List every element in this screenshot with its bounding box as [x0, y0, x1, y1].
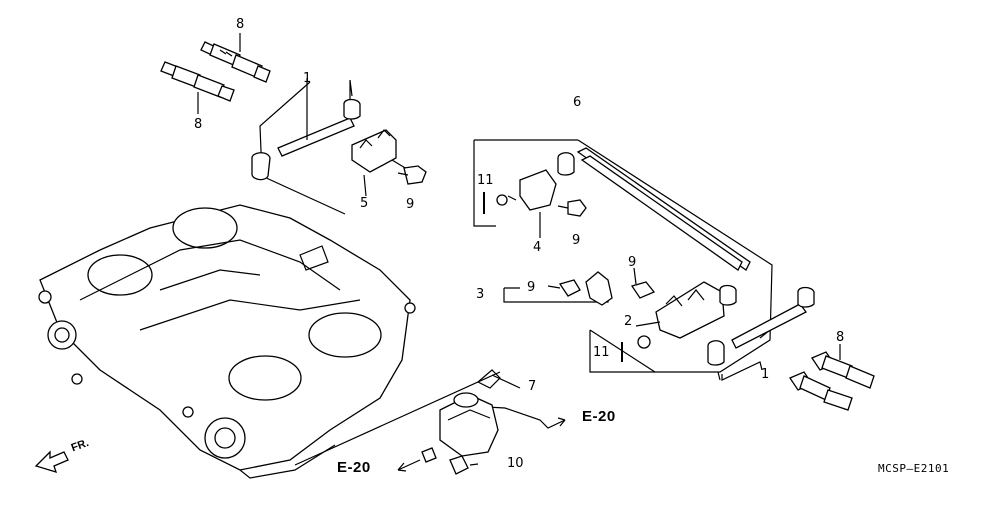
clip-11-lower — [621, 335, 651, 362]
part-label-8-right: 8 — [836, 330, 845, 345]
bracket-2 — [655, 281, 737, 339]
part-label-2: 2 — [624, 314, 633, 329]
part-label-4: 4 — [533, 240, 542, 255]
part-label-9-d: 9 — [628, 255, 637, 270]
diagram-code: MCSP—E2101 — [878, 462, 950, 475]
bracket-5 — [351, 129, 397, 173]
part-label-5: 5 — [360, 196, 369, 211]
injector-top — [200, 41, 271, 83]
part-label-10: 10 — [507, 456, 524, 471]
reference-e20-right: E-20 — [582, 408, 616, 425]
reference-e20-bottom: E-20 — [337, 459, 371, 476]
injector-left — [160, 61, 235, 102]
injector-right-upper — [811, 351, 875, 389]
bracket-3 — [547, 271, 613, 306]
fuel-pipe-6 — [483, 147, 751, 271]
part-label-9-a: 9 — [406, 197, 415, 212]
part-label-6: 6 — [573, 95, 582, 110]
injector-right-lower — [789, 371, 853, 411]
part-label-9-c: 9 — [527, 280, 536, 295]
part-label-8-top: 8 — [236, 17, 245, 32]
throttle-body-assembly — [38, 204, 416, 479]
part-label-7: 7 — [528, 379, 537, 394]
part-label-11-a: 11 — [477, 173, 494, 188]
part-label-8-left: 8 — [194, 117, 203, 132]
fuel-pipe-top — [251, 98, 361, 181]
part-label-1-right: 1 — [761, 367, 770, 382]
bolt-10 — [449, 455, 469, 475]
part-label-3: 3 — [476, 287, 485, 302]
bolt-9-mid — [557, 199, 587, 217]
bolt-9-top — [397, 165, 427, 185]
part-label-1-top: 1 — [303, 71, 312, 86]
bolt-9-lower — [630, 267, 656, 299]
part-label-9-b: 9 — [572, 233, 581, 248]
fuel-pipe-right — [707, 286, 815, 366]
pressure-regulator — [421, 369, 501, 463]
part-label-11-b: 11 — [593, 345, 610, 360]
front-arrow-icon — [34, 450, 69, 473]
